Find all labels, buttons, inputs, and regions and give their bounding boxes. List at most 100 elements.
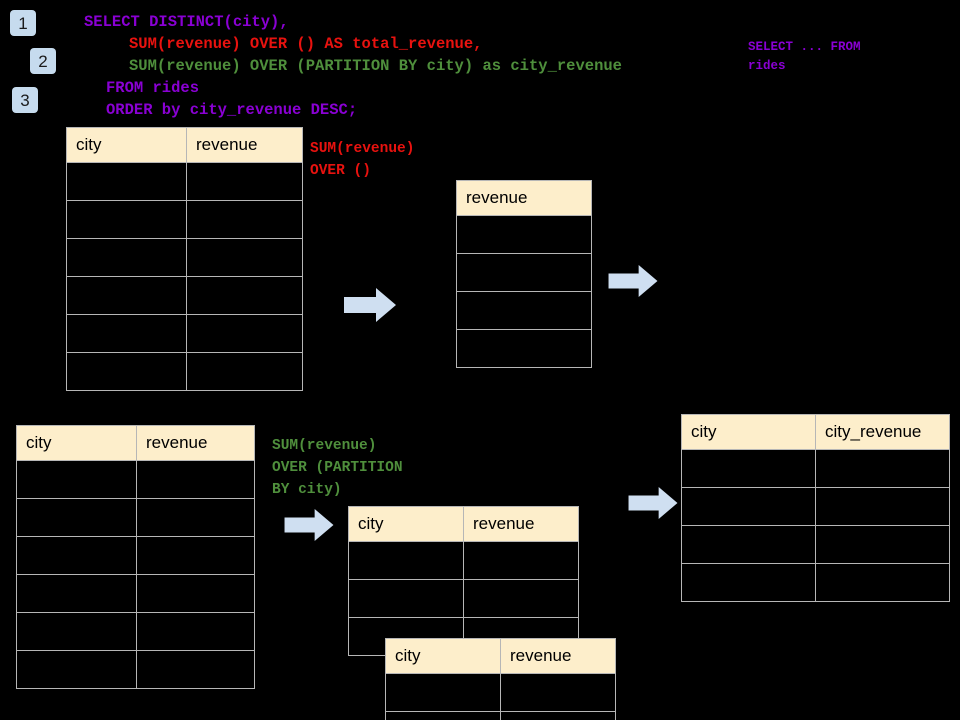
column-header-city: city — [66, 127, 187, 163]
cell-revenue — [136, 574, 255, 613]
table-row — [16, 650, 255, 689]
cell-revenue — [463, 541, 579, 580]
step-badge-1[interactable]: 1 — [10, 10, 36, 36]
cell-revenue — [136, 650, 255, 689]
sql-line-from-rides: FROM rides — [106, 79, 200, 97]
cell-city-revenue — [815, 563, 950, 602]
cell-revenue — [136, 460, 255, 499]
table-row — [66, 200, 303, 239]
sql-line-sum-over-partition: SUM(revenue) OVER (PARTITION BY city) as… — [129, 57, 622, 75]
sql-line-order-by: ORDER by city_revenue DESC; — [106, 101, 358, 119]
table-row — [348, 541, 579, 580]
column-header-city: city — [16, 425, 137, 461]
sql-line-select-distinct: SELECT DISTINCT(city), — [84, 13, 289, 31]
column-header-revenue: revenue — [463, 506, 579, 542]
table-row — [16, 536, 255, 575]
cell-city — [385, 673, 501, 712]
cell-city-revenue — [815, 449, 950, 488]
cell-revenue — [186, 200, 303, 239]
cell-revenue — [136, 536, 255, 575]
cell-revenue — [186, 314, 303, 353]
cell-city — [16, 574, 137, 613]
cell-city — [66, 314, 187, 353]
table-row — [681, 449, 950, 488]
arrow-source-to-partition — [284, 509, 334, 541]
table-row — [385, 673, 616, 712]
table-header-row: revenue — [456, 180, 592, 216]
sql-side-note-line-1: SELECT ... FROM — [748, 40, 861, 54]
cell-revenue — [500, 673, 616, 712]
cell-revenue — [456, 291, 592, 330]
cell-city — [16, 498, 137, 537]
table-row — [456, 253, 592, 292]
step-badge-2[interactable]: 2 — [30, 48, 56, 74]
table-partition-back: city revenue — [348, 506, 579, 656]
sql-line-sum-over-empty: SUM(revenue) OVER () AS total_revenue, — [129, 35, 483, 53]
cell-city — [66, 352, 187, 391]
table-row — [681, 525, 950, 564]
cell-revenue — [456, 253, 592, 292]
cell-city — [348, 541, 464, 580]
column-header-city: city — [348, 506, 464, 542]
cell-city — [681, 563, 816, 602]
cell-city — [16, 650, 137, 689]
table-header-row: city revenue — [348, 506, 579, 542]
cell-revenue — [500, 711, 616, 720]
annotation-over-empty: SUM(revenue) OVER () — [310, 141, 415, 179]
table-row — [456, 215, 592, 254]
table-row — [385, 711, 616, 720]
table-partition-front: city revenue — [385, 638, 616, 720]
cell-revenue — [456, 329, 592, 368]
cell-city — [348, 579, 464, 618]
sql-side-note-line-2: rides — [748, 59, 786, 73]
step-badge-3-label: 3 — [20, 90, 30, 110]
table-row — [681, 487, 950, 526]
cell-city-revenue — [815, 487, 950, 526]
table-row — [681, 563, 950, 602]
cell-city — [16, 460, 137, 499]
table-row — [66, 352, 303, 391]
table-header-row: city city_revenue — [681, 414, 950, 450]
cell-city — [66, 276, 187, 315]
cell-city — [66, 162, 187, 201]
cell-city — [385, 711, 501, 720]
annotation-over-partition: SUM(revenue) OVER (PARTITION BY city) — [272, 438, 403, 498]
cell-revenue — [186, 352, 303, 391]
arrow-partition-to-result — [628, 487, 678, 519]
table-row — [348, 579, 579, 618]
table-row — [66, 162, 303, 201]
cell-revenue — [186, 276, 303, 315]
table-row — [456, 329, 592, 368]
column-header-city: city — [681, 414, 816, 450]
table-header-row: city revenue — [385, 638, 616, 674]
table-source-top: city revenue — [66, 127, 303, 391]
column-header-city: city — [385, 638, 501, 674]
cell-city — [66, 200, 187, 239]
table-row — [16, 460, 255, 499]
column-header-revenue: revenue — [186, 127, 303, 163]
cell-city-revenue — [815, 525, 950, 564]
column-header-revenue: revenue — [136, 425, 255, 461]
cell-revenue — [456, 215, 592, 254]
table-header-row: city revenue — [16, 425, 255, 461]
arrow-revenue-to-result — [608, 265, 658, 297]
cell-city — [16, 612, 137, 651]
cell-revenue — [136, 498, 255, 537]
table-row — [66, 238, 303, 277]
cell-city — [66, 238, 187, 277]
cell-revenue — [186, 238, 303, 277]
step-badge-1-label: 1 — [18, 13, 28, 33]
cell-revenue — [136, 612, 255, 651]
table-row — [16, 498, 255, 537]
table-result: city city_revenue — [681, 414, 950, 602]
cell-city — [16, 536, 137, 575]
column-header-revenue: revenue — [456, 180, 592, 216]
arrow-source-to-revenue — [344, 288, 396, 322]
cell-city — [681, 449, 816, 488]
table-row — [66, 276, 303, 315]
column-header-revenue: revenue — [500, 638, 616, 674]
cell-revenue — [186, 162, 303, 201]
step-badge-2-label: 2 — [38, 51, 48, 71]
step-badge-3[interactable]: 3 — [12, 87, 38, 113]
table-row — [16, 612, 255, 651]
